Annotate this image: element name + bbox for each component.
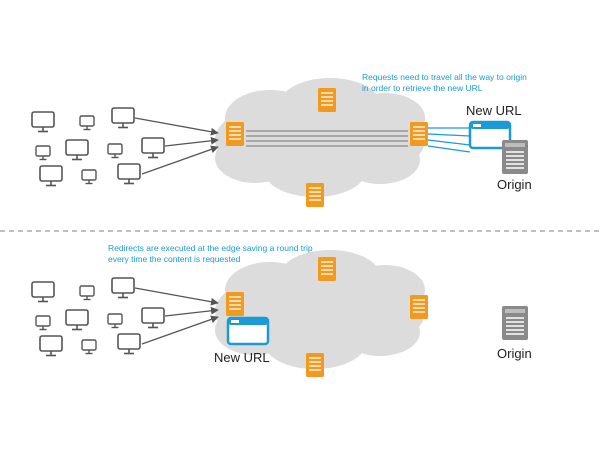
top-origin-label: Origin bbox=[497, 177, 532, 192]
monitor-icon bbox=[117, 333, 141, 355]
monitor-icon bbox=[141, 307, 165, 329]
monitor-icon bbox=[39, 165, 63, 187]
monitor-icon bbox=[111, 107, 135, 129]
edge-server-icon bbox=[305, 352, 325, 378]
top-new-url-label: New URL bbox=[466, 103, 522, 118]
origin-server-icon bbox=[501, 139, 529, 175]
monitor-icon bbox=[31, 281, 55, 303]
monitor-icon bbox=[111, 277, 135, 299]
monitor-icon bbox=[81, 169, 97, 185]
edge-server-icon bbox=[409, 294, 429, 320]
top-scenario bbox=[31, 78, 529, 208]
monitor-icon bbox=[35, 145, 51, 161]
cdn-cloud-top bbox=[215, 78, 425, 197]
request-arrows-top bbox=[134, 117, 219, 175]
browser-window-icon bbox=[226, 316, 270, 346]
request-arrows-bottom bbox=[134, 287, 219, 345]
edge-server-icon bbox=[225, 121, 245, 147]
edge-server-icon bbox=[409, 121, 429, 147]
monitor-icon bbox=[79, 285, 95, 301]
bottom-new-url-label: New URL bbox=[214, 350, 270, 365]
edge-to-edge-links-top bbox=[246, 130, 408, 147]
monitor-icon bbox=[65, 309, 89, 331]
monitor-icon bbox=[79, 115, 95, 131]
top-note: Requests need to travel all the way to o… bbox=[362, 72, 527, 93]
monitor-icon bbox=[31, 111, 55, 133]
monitor-icon bbox=[39, 335, 63, 357]
origin-server-icon bbox=[501, 305, 529, 341]
edge-server-icon bbox=[305, 182, 325, 208]
monitor-icon bbox=[81, 339, 97, 355]
monitor-icon bbox=[107, 143, 123, 159]
origin-links-top bbox=[427, 127, 471, 153]
bottom-scenario bbox=[31, 250, 529, 378]
monitor-icon bbox=[35, 315, 51, 331]
monitor-icon bbox=[117, 163, 141, 185]
bottom-note: Redirects are executed at the edge savin… bbox=[108, 243, 313, 264]
edge-server-icon bbox=[317, 87, 337, 113]
edge-server-icon bbox=[225, 291, 245, 317]
bottom-origin-label: Origin bbox=[497, 346, 532, 361]
edge-server-icon bbox=[317, 256, 337, 282]
monitor-icon bbox=[141, 137, 165, 159]
monitor-icon bbox=[65, 139, 89, 161]
monitor-icon bbox=[107, 313, 123, 329]
